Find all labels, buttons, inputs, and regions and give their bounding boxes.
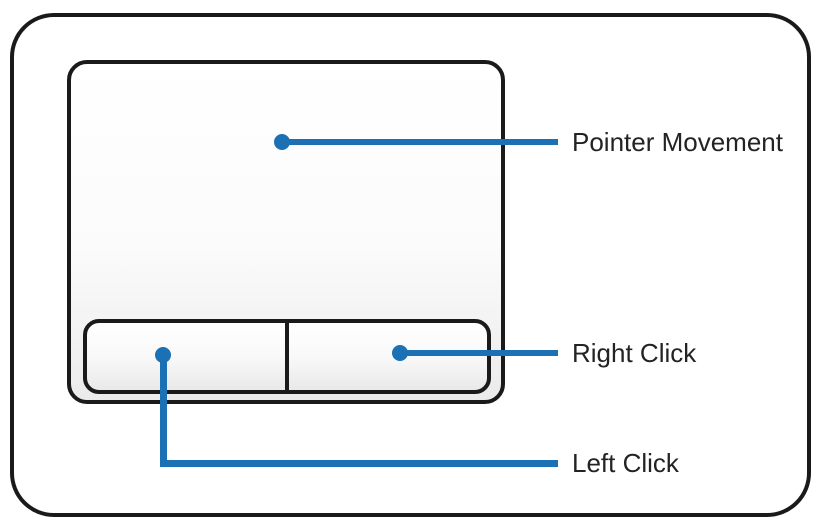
left-click-button (87, 323, 289, 390)
touchpad-buttons (83, 319, 491, 394)
right-click-button (289, 323, 487, 390)
pointer-movement-label: Pointer Movement (572, 127, 783, 157)
pointer-movement-callout-dot (274, 134, 290, 150)
left-click-callout-line-horizontal (160, 460, 558, 467)
right-click-label: Right Click (572, 338, 697, 368)
left-click-callout-dot (155, 347, 171, 363)
left-click-label: Left Click (572, 448, 679, 478)
left-click-callout-line-vertical (160, 355, 167, 467)
right-click-callout-line (400, 350, 558, 356)
right-click-callout-dot (392, 345, 408, 361)
pointer-movement-callout-line (282, 139, 558, 145)
